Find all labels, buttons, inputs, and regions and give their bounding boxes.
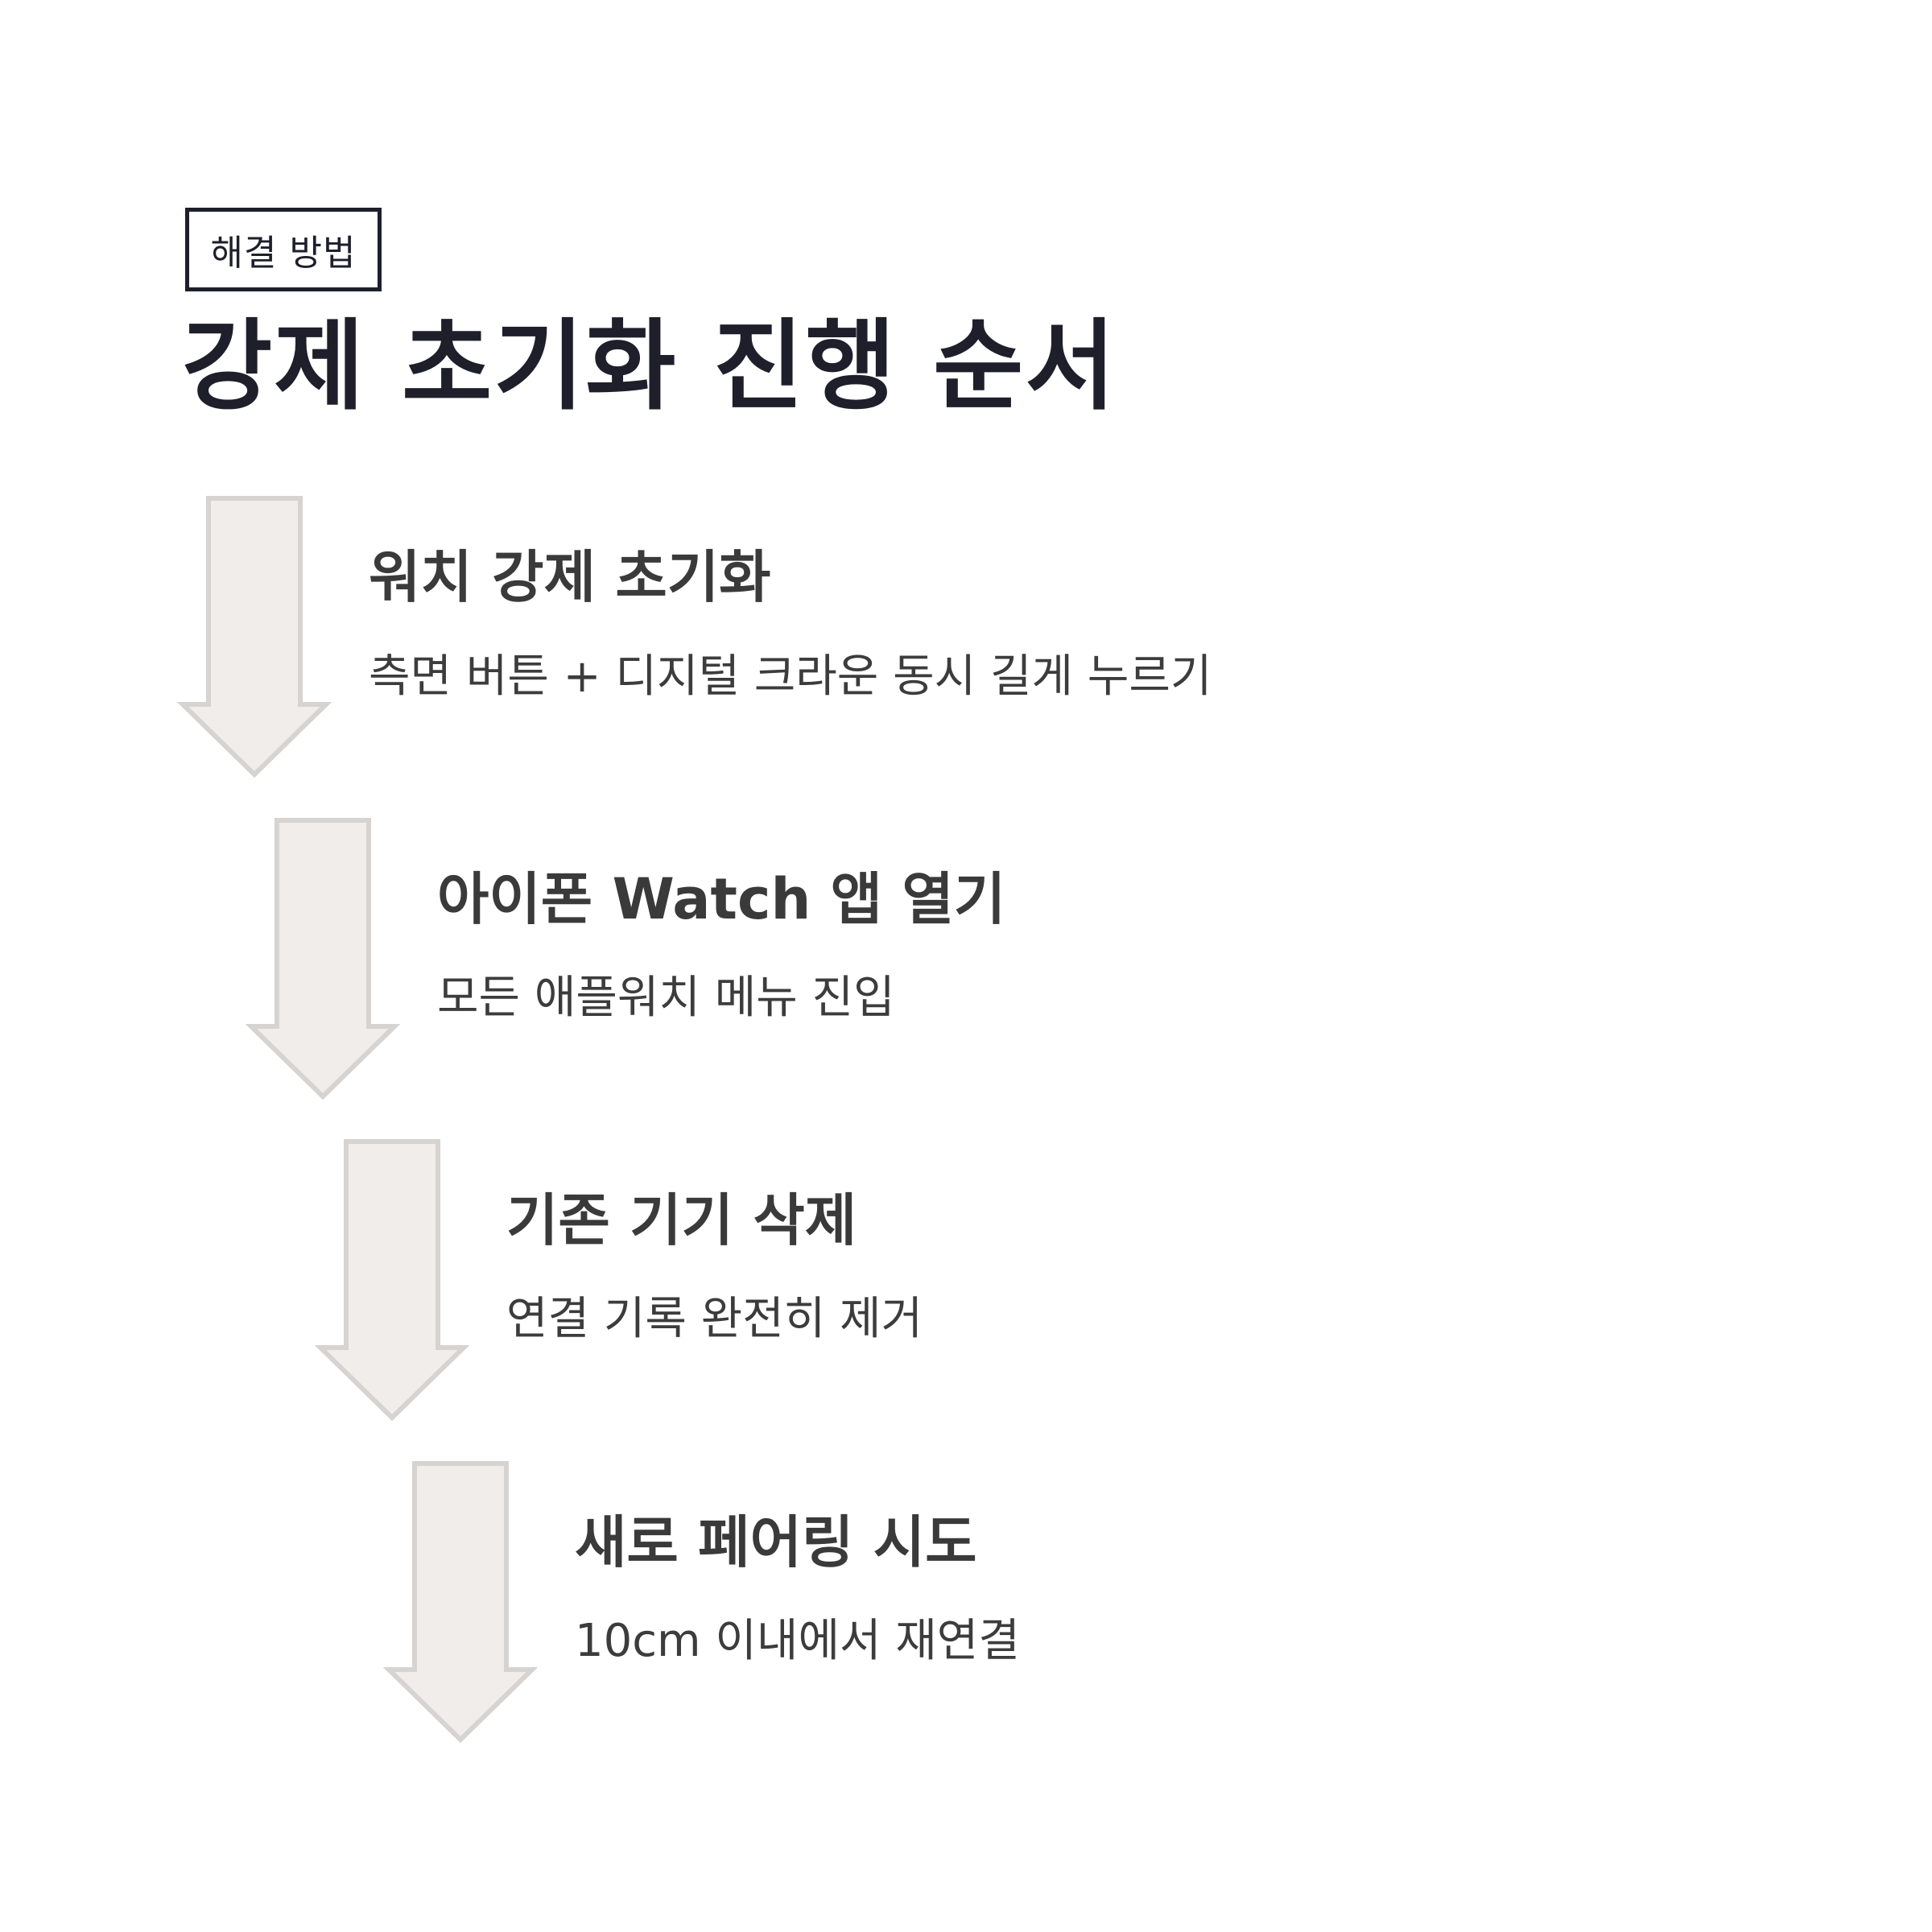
step-description: 연결 기록 완전히 제거 bbox=[506, 1293, 923, 1345]
page-title: 강제 초기화 진행 순서 bbox=[182, 309, 1117, 423]
step-title: 기존 기기 삭제 bbox=[506, 1187, 857, 1253]
step-title: 아이폰 Watch 앱 열기 bbox=[437, 866, 1006, 932]
step-description: 10cm 이내에서 재연결 bbox=[575, 1615, 1020, 1667]
step-title: 워치 강제 초기화 bbox=[369, 544, 771, 610]
step-description: 모든 애플워치 메뉴 진입 bbox=[437, 972, 895, 1024]
step-description: 측면 버튼 + 디지털 크라운 동시 길게 누르기 bbox=[369, 650, 1212, 703]
arrow-down-icon bbox=[314, 1139, 470, 1422]
section-tag-label: 해결 방법 bbox=[210, 233, 357, 274]
arrow-down-icon bbox=[176, 496, 332, 778]
arrow-down-icon bbox=[382, 1461, 539, 1744]
arrow-down-icon bbox=[245, 818, 401, 1100]
step-title: 새로 페어링 시도 bbox=[575, 1509, 977, 1575]
section-tag: 해결 방법 bbox=[185, 208, 382, 291]
